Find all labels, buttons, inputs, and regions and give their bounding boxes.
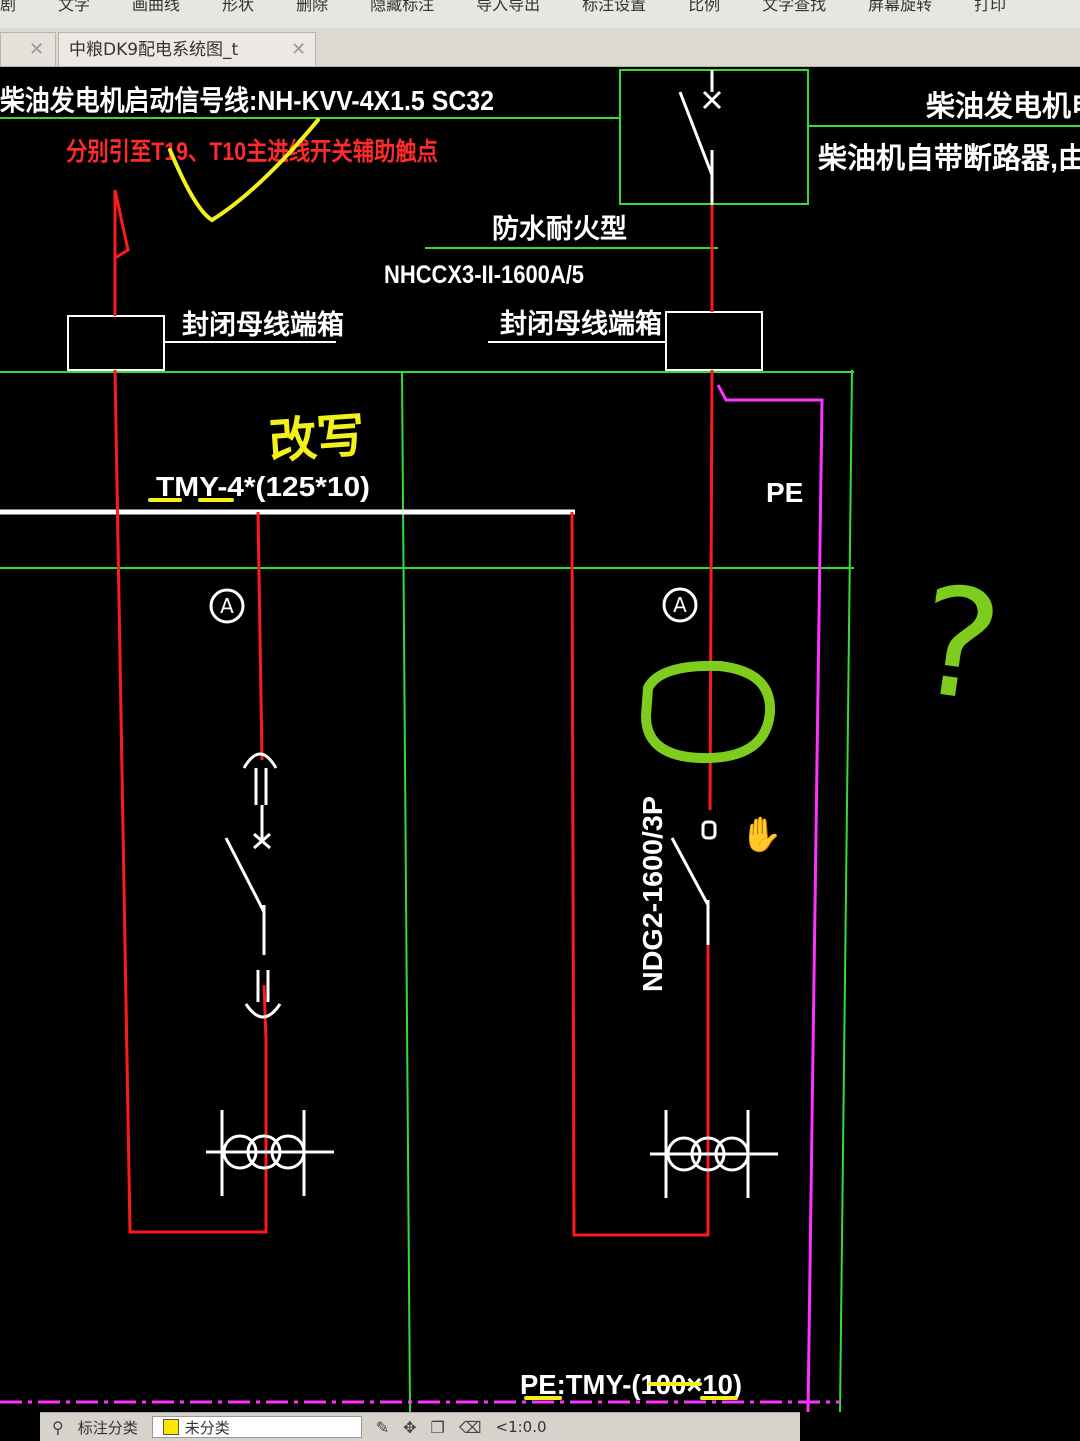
yellow-checkmark bbox=[168, 118, 320, 223]
tab-label: 中粮DK9配电系统图_t bbox=[69, 40, 239, 60]
pe-busbar-label: PE:TMY-(100×10) bbox=[520, 1369, 742, 1400]
busway-model-text: NHCCX3-II-1600A/5 bbox=[384, 261, 584, 289]
menu-item[interactable]: 比例 bbox=[688, 0, 721, 14]
menu-item[interactable]: 删除 bbox=[296, 0, 329, 14]
menu-item[interactable]: 标注设置 bbox=[582, 0, 647, 14]
layer-name: 未分类 bbox=[184, 1418, 230, 1437]
current-transformer-right[interactable] bbox=[650, 1110, 778, 1198]
hand-cursor-icon: ✋ bbox=[740, 815, 782, 855]
yellow-handwriting bbox=[148, 118, 738, 1400]
tab-previous[interactable]: ✕ bbox=[0, 32, 56, 66]
disconnect-switch-left[interactable] bbox=[224, 752, 282, 1019]
menu-item[interactable]: 形状 bbox=[222, 0, 255, 14]
green-circle-mark bbox=[640, 660, 776, 764]
copy-icon[interactable]: ❐ bbox=[430, 1417, 445, 1437]
busbar-terminal-box-left[interactable] bbox=[67, 315, 165, 371]
menu-item[interactable]: 画曲线 bbox=[132, 0, 181, 14]
menu-bar: 剧 文字 画曲线 形状 删除 隐藏标注 导入导出 标注设置 比例 文字查找 屏幕旋转 打印 bbox=[0, 0, 1080, 28]
generator-control-cabinet-text: 柴油发电机电控柜 bbox=[926, 90, 1080, 123]
generator-breaker-symbol[interactable] bbox=[678, 70, 722, 205]
disconnect-switch-right[interactable] bbox=[670, 820, 717, 945]
busbar-box-left-label: 封闭母线端箱 bbox=[182, 309, 344, 340]
menu-item[interactable]: 打印 bbox=[974, 0, 1007, 14]
layer-tool-label[interactable]: 标注分类 bbox=[77, 1418, 138, 1437]
erase-icon[interactable]: ⌫ bbox=[458, 1417, 482, 1437]
move-icon[interactable]: ✥ bbox=[403, 1417, 417, 1437]
bottom-toolbar: ⚲ 标注分类 未分类 ✎ ✥ ❐ ⌫ <1:0.0 bbox=[40, 1412, 800, 1441]
scale-readout[interactable]: <1:0.0 bbox=[495, 1418, 547, 1436]
current-transformer-left[interactable] bbox=[206, 1110, 334, 1196]
switch-model-text: NDG2-1600/3P bbox=[637, 796, 668, 992]
pencil-icon[interactable]: ✎ bbox=[375, 1417, 390, 1437]
menu-item[interactable]: 剧 bbox=[0, 0, 17, 14]
tab-active-drawing[interactable]: 中粮DK9配电系统图_t ✕ bbox=[58, 32, 316, 66]
green-question-mark: ? bbox=[907, 553, 1010, 736]
close-icon[interactable]: ✕ bbox=[291, 39, 307, 60]
menu-item[interactable]: 隐藏标注 bbox=[370, 0, 435, 14]
generator-signal-line-text: 柴油发电机启动信号线:NH-KVV-4X1.5 SC32 bbox=[0, 84, 494, 116]
layer-select[interactable]: 未分类 bbox=[151, 1416, 362, 1438]
pe-lines[interactable] bbox=[0, 384, 840, 1412]
menu-item[interactable]: 导入导出 bbox=[476, 0, 541, 14]
busbar-box-right-label: 封闭母线端箱 bbox=[500, 308, 662, 339]
phase-lines[interactable] bbox=[113, 189, 714, 1237]
tab-bar: ✕ 中粮DK9配电系统图_t ✕ bbox=[0, 28, 1080, 67]
menu-item[interactable]: 文字查找 bbox=[762, 0, 827, 14]
pe-label: PE bbox=[766, 477, 803, 508]
waterproof-label: 防水耐火型 bbox=[492, 214, 627, 244]
close-icon[interactable]: ✕ bbox=[29, 39, 45, 60]
annotation-classify-icon[interactable]: ⚲ bbox=[52, 1417, 64, 1437]
menu-item[interactable]: 文字 bbox=[58, 0, 91, 14]
ammeter-right-label: A bbox=[673, 593, 687, 617]
layer-color-swatch bbox=[162, 1419, 179, 1435]
generator-breaker-note: 柴油机自带断路器,由柴油机厂 bbox=[818, 142, 1080, 175]
busbar-terminal-box-right[interactable] bbox=[665, 311, 763, 371]
tmy-busbar-label: TMY-4*(125*10) bbox=[156, 471, 370, 502]
green-handwriting bbox=[640, 660, 776, 764]
menu-item[interactable]: 屏幕旋转 bbox=[868, 0, 933, 14]
ammeter-left-label: A bbox=[220, 594, 234, 618]
ammeter-right[interactable]: A bbox=[662, 587, 698, 623]
aux-contact-note: 分别引至T19、T10主进线开关辅助触点 bbox=[66, 137, 438, 166]
ammeter-left[interactable]: A bbox=[209, 588, 245, 624]
cad-drawing-canvas[interactable]: A A 柴油发电机启动信号线:NH-KVV-4X1.5 SC32 分别引至T19… bbox=[0, 66, 1080, 1412]
yellow-note-text: 改写 bbox=[267, 407, 367, 470]
